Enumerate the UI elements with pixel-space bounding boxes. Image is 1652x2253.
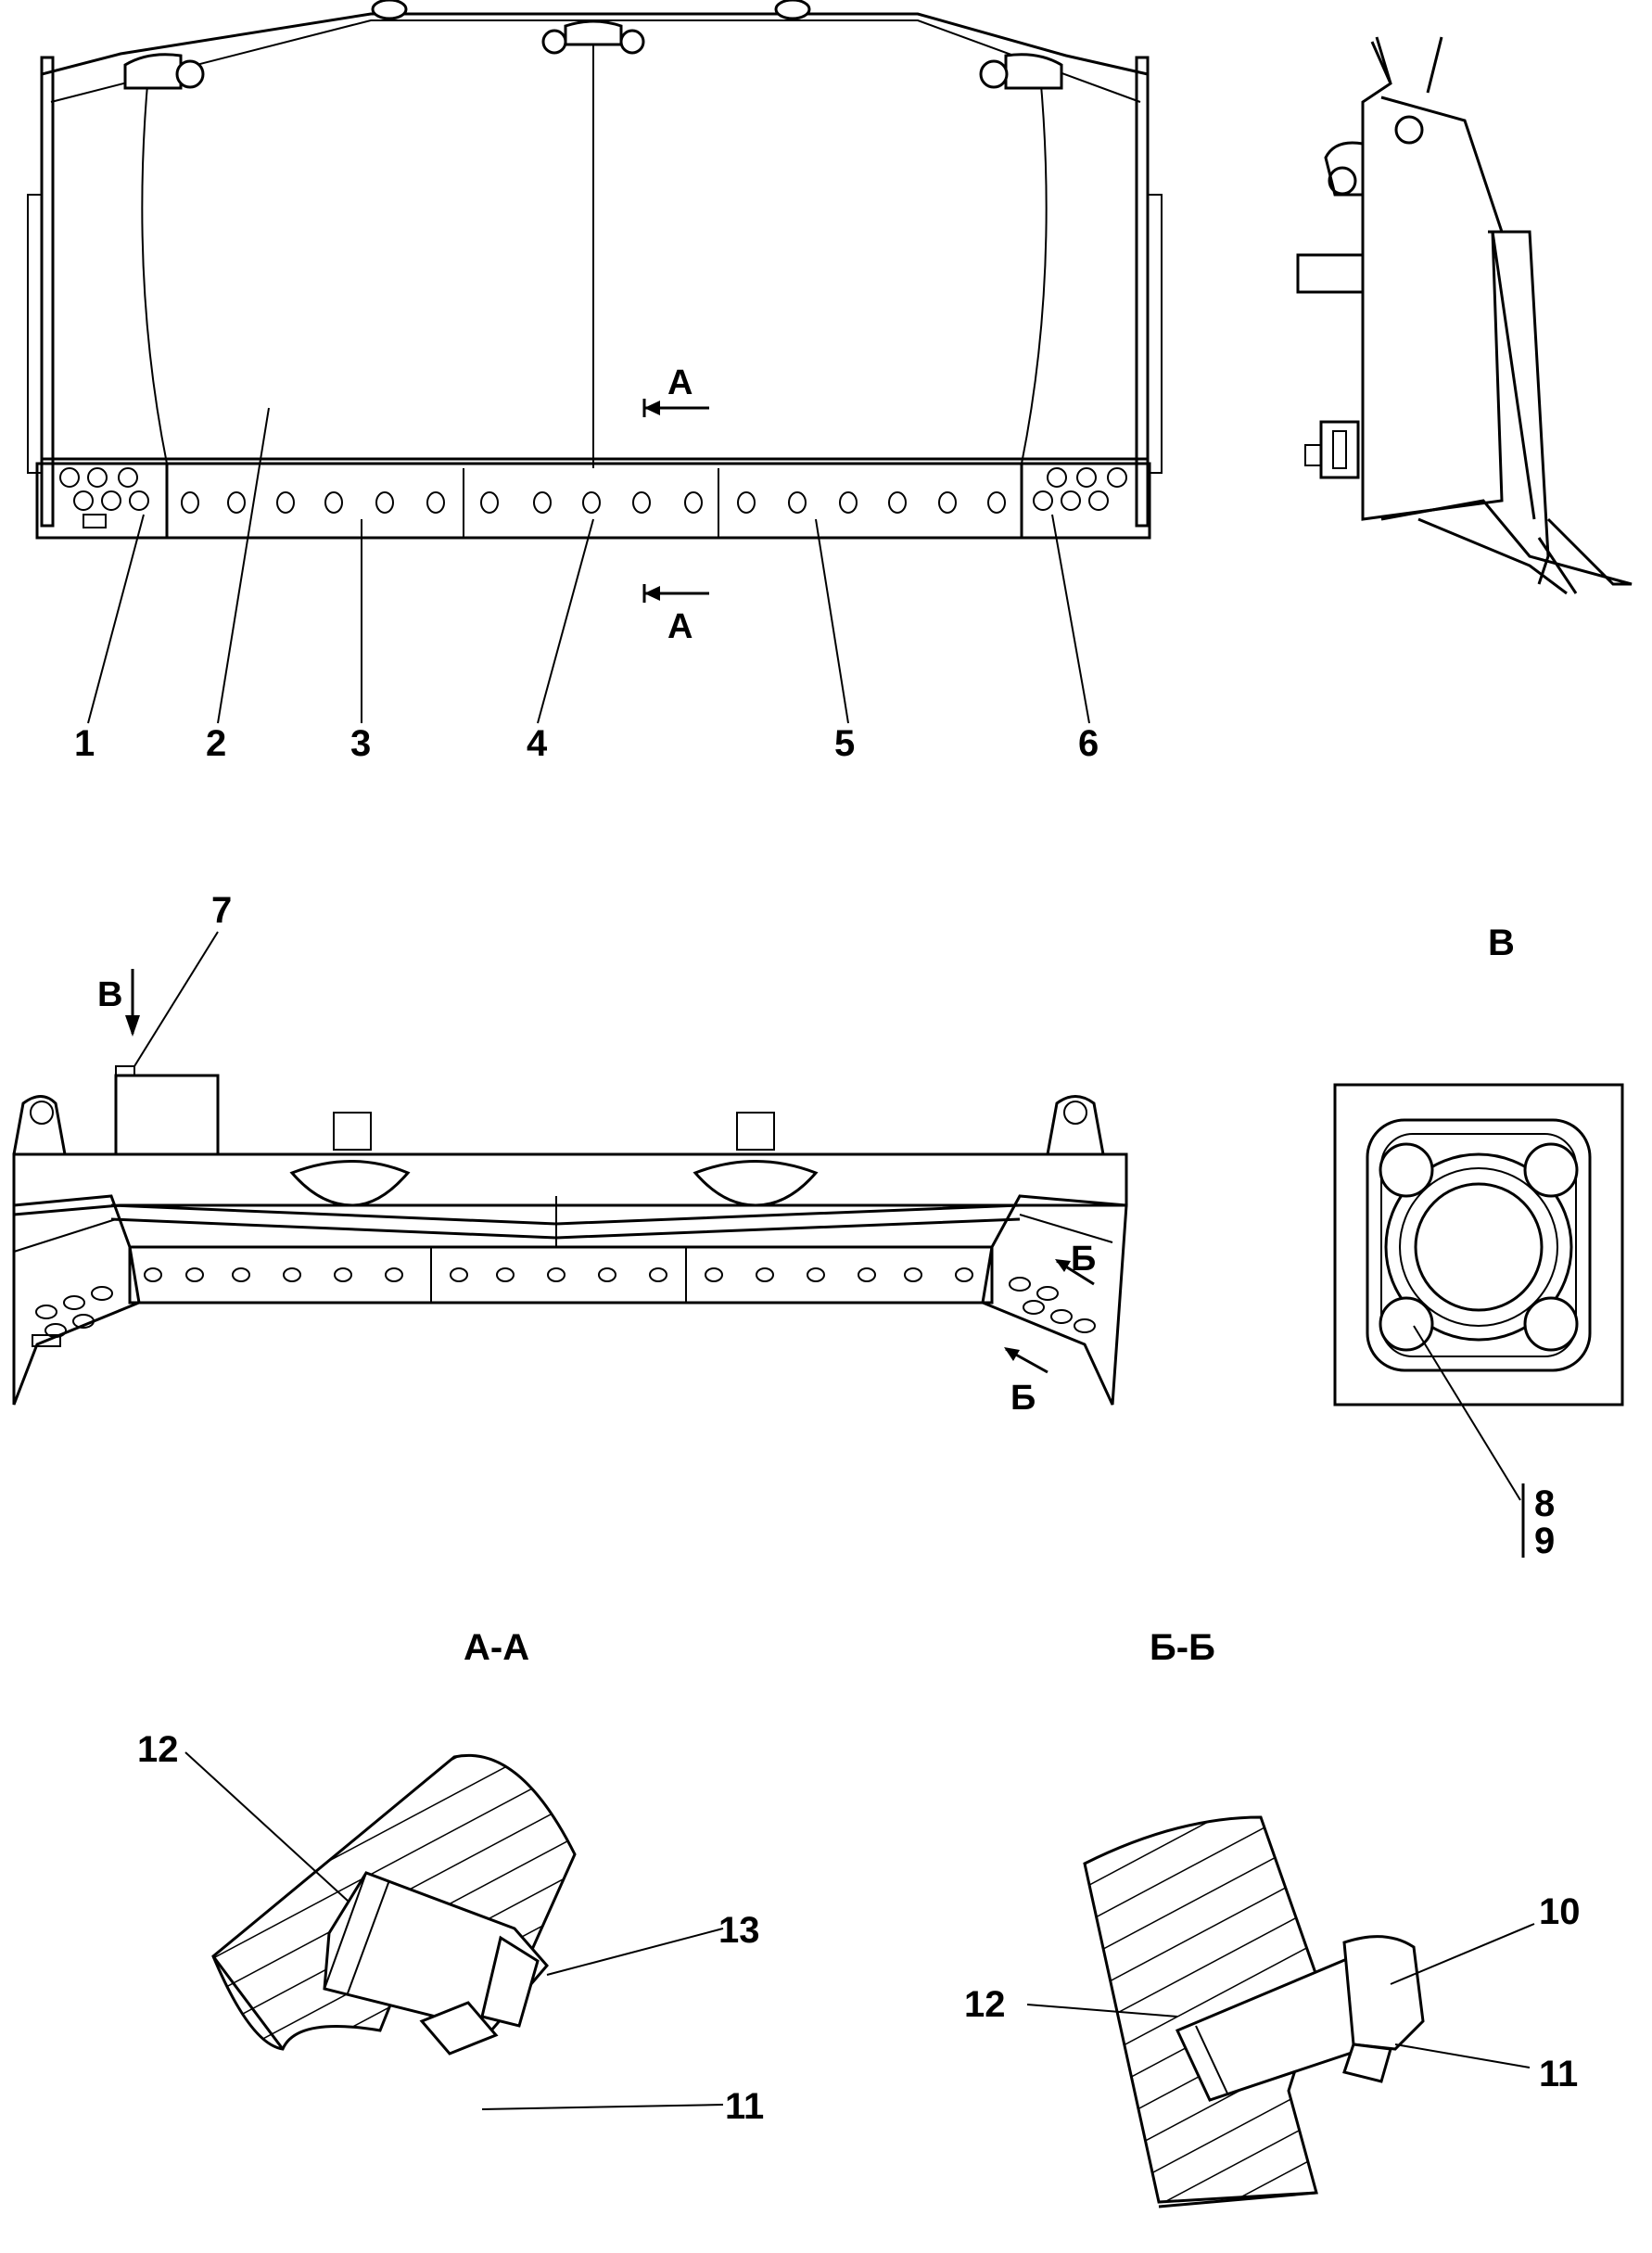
end-bit-left-plan — [32, 1286, 113, 1347]
callout-5: 5 — [834, 723, 855, 764]
lifting-lug — [123, 53, 205, 90]
callout-8: 8 — [1534, 1483, 1555, 1524]
section-bb-title: Б-Б — [1150, 1627, 1215, 1668]
callout-13: 13 — [718, 1910, 760, 1951]
view-v-title: В — [1488, 923, 1515, 963]
plan-view: В 7 Б Б — [12, 890, 1128, 1418]
lifting-lug — [541, 19, 645, 55]
section-aa-title: А-А — [464, 1627, 529, 1668]
callout-7: 7 — [211, 890, 232, 931]
callout-9: 9 — [1534, 1521, 1555, 1561]
section-label-b: Б — [1071, 1240, 1096, 1279]
front-view: А А 1 2 3 4 5 6 — [27, 0, 1163, 764]
view-v: В 8 9 — [1333, 923, 1624, 1561]
callout-3: 3 — [350, 723, 371, 764]
bolt-holes — [181, 491, 1006, 514]
section-arrow-a-upper: А — [642, 363, 709, 417]
section-arrow-b-lower: Б — [1004, 1347, 1048, 1418]
view-arrow-v: В — [97, 969, 140, 1037]
end-bit-right — [1020, 462, 1151, 540]
callout-2: 2 — [206, 723, 226, 764]
callout-6: 6 — [1078, 723, 1099, 764]
callout-11b: 11 — [1539, 2054, 1578, 2094]
side-view — [1296, 36, 1633, 595]
section-label-a: А — [667, 363, 693, 402]
section-arrow-a-lower: А — [642, 584, 709, 646]
section-arrow-b-upper: Б — [1055, 1240, 1096, 1286]
section-label-b: Б — [1010, 1379, 1036, 1418]
callout-11: 11 — [725, 2086, 764, 2127]
end-bit-right-plan — [1009, 1277, 1096, 1333]
section-bb: Б-Б 12 10 11 — [964, 1627, 1581, 2208]
section-label-a: А — [667, 607, 693, 646]
section-aa: А-А 12 13 11 — [137, 1627, 764, 2127]
end-bit-left — [35, 462, 169, 540]
callout-4: 4 — [527, 723, 548, 764]
bolt-holes — [144, 1267, 973, 1282]
callout-1: 1 — [74, 723, 95, 764]
callout-12: 12 — [137, 1729, 179, 1770]
view-arrow-label: В — [97, 975, 122, 1014]
lifting-lug — [979, 53, 1063, 90]
callout-12b: 12 — [964, 1984, 1006, 2025]
callout-10: 10 — [1539, 1891, 1581, 1932]
